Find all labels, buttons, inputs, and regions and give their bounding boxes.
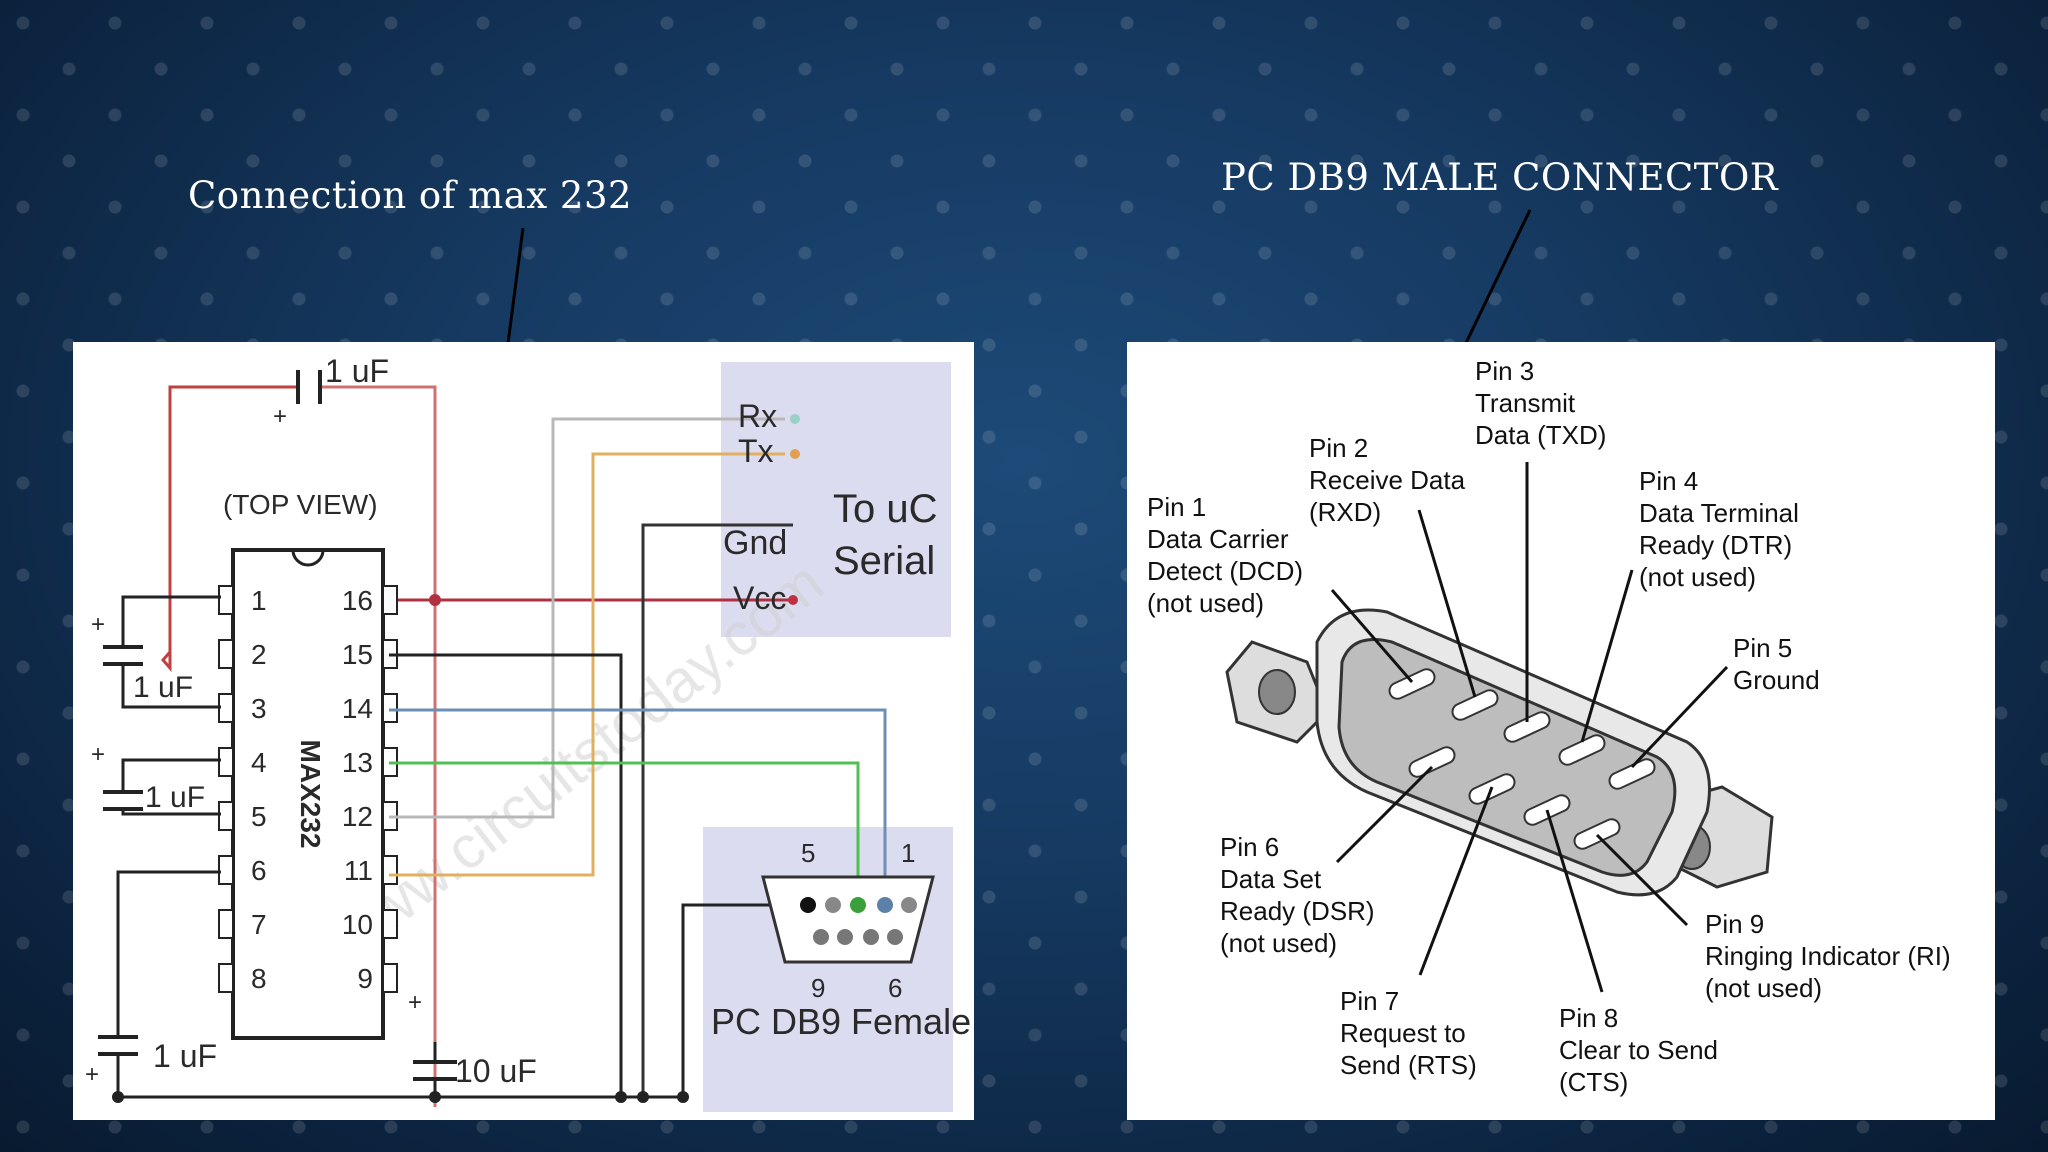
top-view-label: (TOP VIEW) <box>223 489 378 520</box>
male-pin <box>1558 734 1606 766</box>
chip-pin-number: 13 <box>342 747 373 778</box>
chip-pin-number: 2 <box>251 639 267 670</box>
chip-pin-right <box>382 963 398 993</box>
tx-label: Tx <box>738 433 774 469</box>
uc-serial-box <box>721 362 951 637</box>
db9-female-shell <box>761 875 935 964</box>
chip-pin-number: 11 <box>344 855 373 886</box>
chip-pin-number: 12 <box>342 801 373 832</box>
serial-label: Serial <box>833 539 935 583</box>
chip-name: MAX232 <box>295 740 326 849</box>
chip-pin-left <box>218 747 234 777</box>
svg-text:+: + <box>91 611 105 638</box>
chip-pin-left <box>218 801 234 831</box>
db9-box <box>703 827 953 1112</box>
chip-pin-number: 16 <box>342 585 373 616</box>
gnd-label: Gnd <box>723 524 787 562</box>
chip-pin-number: 10 <box>342 909 373 940</box>
chip-pin-number: 8 <box>251 963 267 994</box>
right-caption: PC DB9 MALE CONNECTOR <box>1221 156 1779 199</box>
cap-bottom-left-label: 1 uF <box>153 1038 217 1074</box>
to-uc-label: To uC <box>833 487 938 531</box>
male-pins <box>1388 668 1656 850</box>
max232-chip <box>231 548 385 1040</box>
left-caption: Connection of max 232 <box>188 174 633 217</box>
chip-pin-left <box>218 693 234 723</box>
cap-top-plus: + <box>273 403 287 430</box>
chip-pin-left <box>218 585 234 615</box>
chip-pin-right <box>382 693 398 723</box>
chip-pin-right <box>382 855 398 885</box>
chip-pin-left <box>218 909 234 939</box>
svg-text:+: + <box>91 741 105 768</box>
leader-lines <box>1330 462 1729 993</box>
max232-schematic: www.circuitstoday.com 1 uF + MAX232 (TOP… <box>73 342 974 1120</box>
chip-pin-number: 14 <box>342 693 373 724</box>
chip-pins: 1 16 2 15 3 14 4 13 5 12 6 11 7 10 8 9 <box>218 585 398 994</box>
chip-pin-left <box>218 855 234 885</box>
db9-female-label: PC DB9 Female <box>711 1001 971 1042</box>
db9-pin6: 6 <box>888 973 902 1003</box>
chip-pin-number: 4 <box>251 747 267 778</box>
rx-label: Rx <box>738 398 777 434</box>
db9-pin5: 5 <box>801 838 815 868</box>
chip-pin-number: 9 <box>357 963 373 994</box>
cap-bottom-mid-label: 10 uF <box>455 1053 537 1089</box>
chip-pin-right <box>382 585 398 615</box>
cap-left1-label: 1 uF <box>133 671 193 704</box>
male-pin <box>1573 818 1621 850</box>
cap-left2-label: 1 uF <box>145 781 205 814</box>
chip-pin-number: 7 <box>251 909 267 940</box>
wire-gray-rx <box>389 417 785 819</box>
chip-pin-left <box>218 639 234 669</box>
male-pin <box>1503 711 1551 743</box>
male-pin <box>1408 746 1456 778</box>
wire-black-db9 <box>681 903 808 1097</box>
chip-pin-left <box>218 963 234 993</box>
male-pin <box>1608 758 1656 790</box>
wire-black-gnd <box>641 523 793 1097</box>
male-pin <box>1451 689 1499 721</box>
db9-pin1: 1 <box>901 838 915 868</box>
vcc-label: Vcc <box>733 580 786 616</box>
red-wire-top <box>168 385 298 642</box>
chip-pin-number: 3 <box>251 693 267 724</box>
wire-blue-14 <box>389 708 887 902</box>
chip-pin-number: 1 <box>251 585 267 616</box>
svg-text:+: + <box>85 1061 99 1088</box>
chip-pin-number: 15 <box>342 639 373 670</box>
svg-text:+: + <box>408 989 422 1016</box>
wire-black-15 <box>389 653 623 1097</box>
chip-pin-number: 5 <box>251 801 267 832</box>
chip-pin-right <box>382 909 398 939</box>
cap-top-label: 1 uF <box>325 353 389 389</box>
wire-green-13 <box>389 761 860 902</box>
db9-pin9: 9 <box>811 973 825 1003</box>
chip-pin-number: 6 <box>251 855 267 886</box>
wire-orange-tx <box>389 452 785 877</box>
